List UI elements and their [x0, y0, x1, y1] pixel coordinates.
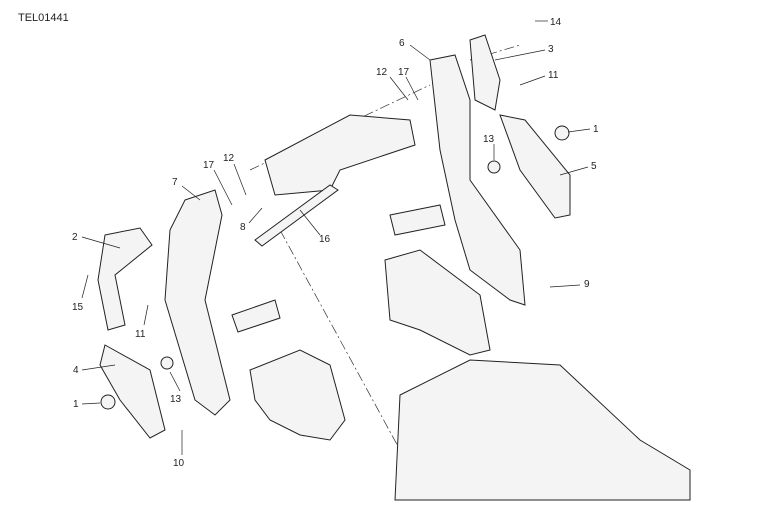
callout: 17: [203, 160, 215, 171]
rod-part-16: [254, 184, 339, 247]
callout: 11: [548, 70, 559, 81]
assembly-line: [279, 229, 401, 451]
crossbar-bracket: [264, 114, 416, 196]
bushing: [389, 204, 446, 236]
callout: 6: [399, 38, 405, 49]
callout: 4: [73, 365, 79, 376]
plate-3: [469, 34, 501, 111]
callout-labels: 14 6 3 12 17 11 1 13 5 17 12 7 2 8 16 15…: [72, 17, 599, 469]
callout: 15: [72, 302, 84, 313]
callout: 13: [483, 134, 495, 145]
frame-mount: [249, 349, 346, 441]
callout: 14: [550, 17, 562, 28]
leader-lines: [81, 20, 591, 455]
spacer-13: [487, 160, 501, 174]
frame-mount: [384, 249, 491, 356]
callout: 7: [172, 177, 178, 188]
callout: 16: [319, 234, 331, 245]
left-hanger-7: [164, 189, 231, 416]
callout: 12: [223, 153, 235, 164]
callout: 12: [376, 67, 388, 78]
cover-5: [499, 114, 571, 219]
drawing-code: TEL01441: [18, 12, 69, 24]
callout: 1: [593, 124, 599, 135]
callout: 1: [73, 399, 79, 410]
washer-1: [100, 394, 116, 410]
callout: 13: [170, 394, 182, 405]
callout: 3: [548, 44, 554, 55]
callout: 2: [72, 232, 78, 243]
callout: 9: [584, 279, 590, 290]
callout: 5: [591, 161, 597, 172]
spacer-13: [160, 356, 174, 370]
bushing: [231, 299, 281, 333]
plate-2: [97, 227, 153, 331]
callout: 8: [240, 222, 246, 233]
engine-block: [394, 359, 691, 501]
callout: 11: [135, 329, 146, 340]
washer-1: [554, 125, 570, 141]
callout: 10: [173, 458, 185, 469]
cover-4: [99, 344, 166, 439]
callout: 17: [398, 67, 410, 78]
right-hanger-6: [429, 54, 526, 306]
